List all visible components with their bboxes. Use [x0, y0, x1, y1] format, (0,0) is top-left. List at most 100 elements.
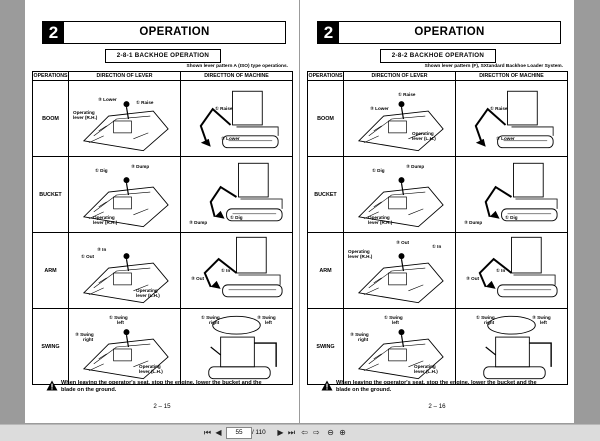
machine-diagram-cell: ① Swing right ② Swing left: [180, 308, 293, 385]
arrow-label: ① Dig: [372, 168, 385, 173]
arrow-label: ② In: [97, 247, 107, 252]
lever-label: Operating: [414, 364, 436, 369]
warning-text: When leaving the operator's seat, stop t…: [61, 380, 262, 394]
machine-diagram-illustration: [208, 315, 277, 380]
machine-diagram-cell: ② Dump ① Dig: [455, 156, 568, 233]
lever-label: Operating: [93, 215, 115, 220]
back-icon[interactable]: ⇦: [301, 428, 308, 437]
arrow-label: ① Out: [81, 254, 95, 259]
column-header: DIRECTTON OF MACHINE: [180, 71, 293, 81]
chapter-title: OPERATION: [139, 26, 210, 38]
column-header: OPERATIONS: [32, 71, 69, 81]
machine-diagram-cell: ② Out ① In: [180, 232, 293, 309]
arrow-label: ② Swing: [75, 332, 94, 337]
warning-line: When leaving the operator's seat, stop t…: [336, 380, 537, 386]
chapter-title: OPERATION: [414, 26, 485, 38]
table-row: BOOM ② Lower ① Raise Operating lever (R.…: [32, 80, 293, 157]
zoom-in-icon[interactable]: ⊕: [339, 428, 346, 437]
arrow-label: ② Out: [466, 276, 480, 281]
column-header: OPERATIONS: [307, 71, 344, 81]
page-number-input[interactable]: 55: [226, 427, 252, 439]
lever-diagram-cell: ② Swing right ① Swing left Operating lev…: [68, 308, 181, 385]
machine-diagram-illustration: [209, 162, 283, 222]
lever-diagram-illustration: [82, 177, 169, 228]
machine-diagram-cell: ② Out ① In: [455, 232, 568, 309]
arrow-label: ② Lower: [98, 97, 117, 102]
lever-label: Operating: [368, 215, 390, 220]
chapter-header: 2 OPERATION: [42, 21, 286, 44]
lever-label: lever (R.H.): [93, 220, 118, 225]
lever-diagram-illustration: [357, 101, 444, 152]
machine-diagram-illustration: [199, 90, 279, 149]
arrow-label: ② Out: [396, 240, 410, 245]
prev-page-icon[interactable]: ◀: [215, 428, 222, 437]
column-header: DIRECTION OF LEVER: [68, 71, 181, 81]
arrow-label: ② Lower: [370, 106, 389, 111]
last-page-icon[interactable]: ⏭: [287, 428, 296, 437]
next-page-icon[interactable]: ▶: [277, 428, 284, 437]
lever-label: lever (R.H.): [73, 115, 98, 120]
arrow-label: ① Swing: [384, 315, 403, 320]
lever-pattern-note: Shown lever pattern A (ISO) type operati…: [186, 64, 288, 69]
machine-diagram-cell: ② Dump ① Dig: [180, 156, 293, 233]
first-page-icon[interactable]: ⏮: [203, 428, 212, 437]
machine-diagram-cell: ① Swing right ② Swing left: [455, 308, 568, 385]
machine-diagram-cell: ① Raise ② Lower: [180, 80, 293, 157]
section-title: 2-8-1 BACKHOE OPERATION: [105, 49, 221, 63]
arrow-label: right: [209, 320, 220, 325]
lever-label: Operating: [412, 131, 434, 136]
machine-diagram-illustration: [474, 90, 554, 149]
lever-label: lever (L.H.): [139, 369, 163, 374]
lever-label: lever (L.H.): [136, 293, 160, 298]
operation-name: BUCKET: [32, 156, 69, 233]
operation-name: ARM: [32, 232, 69, 309]
machine-diagram-illustration: [484, 162, 558, 222]
warning-line: blade on the ground.: [61, 387, 117, 394]
arrow-label: ② Out: [191, 276, 205, 281]
warning-line: blade on the ground.: [336, 387, 392, 394]
machine-diagram-illustration: [483, 315, 552, 380]
arrow-label: ① Raise: [398, 92, 416, 97]
arrow-label: ① Swing: [109, 315, 128, 320]
zoom-out-icon[interactable]: ⊖: [327, 428, 334, 437]
arrow-label: ① Raise: [490, 106, 508, 111]
table-row: ARM ① Out ② In Operating lever (L.H.): [32, 232, 293, 309]
lever-diagram-illustration: [82, 253, 169, 304]
arrow-label: ① Raise: [215, 106, 233, 111]
lever-label: lever (R.H.): [348, 254, 373, 259]
arrow-label: left: [392, 320, 399, 325]
operation-name: SWING: [307, 308, 344, 385]
page-number: 2 – 15: [153, 403, 171, 410]
operation-name: BUCKET: [307, 156, 344, 233]
column-header: DIRECTION OF LEVER: [343, 71, 456, 81]
arrow-label: ② Swing: [532, 315, 551, 320]
lever-label: lever (L.H.): [412, 136, 436, 141]
arrow-label: ① In: [496, 268, 506, 273]
chapter-number: 2: [43, 22, 64, 43]
table-row: BUCKET ① Dig ② Dump Operating lever (R.H…: [307, 156, 568, 233]
arrow-label: right: [83, 337, 94, 342]
arrow-label: ① Dig: [505, 215, 518, 220]
lever-pattern-note: Shown lever pattern (F), SXtandard Backh…: [424, 64, 563, 69]
machine-diagram-illustration: [478, 236, 558, 298]
lever-diagram-cell: ① Out ② In Operating lever (L.H.): [68, 232, 181, 309]
lever-diagram-cell: ① Dig ② Dump Operating lever (R.H.): [68, 156, 181, 233]
lever-label: lever (R.H.): [368, 220, 393, 225]
table-header-row: OPERATIONS DIRECTION OF LEVER DIRECTTON …: [32, 71, 293, 81]
warning-line: When leaving the operator's seat, stop t…: [61, 380, 262, 386]
page-number: 2 – 16: [428, 403, 446, 410]
forward-icon[interactable]: ⇨: [313, 428, 320, 437]
section-title: 2-8-2 BACKHOE OPERATION: [380, 49, 496, 63]
table-header-row: OPERATIONS DIRECTION OF LEVER DIRECTTON …: [307, 71, 568, 81]
arrow-label: ① Swing: [476, 315, 495, 320]
lever-label: Operating: [73, 110, 95, 115]
lever-diagram-cell: ② Out ① In Operating lever (R.H.): [343, 232, 456, 309]
operation-name: ARM: [307, 232, 344, 309]
arrow-label: ② Dump: [406, 164, 425, 169]
lever-label: Operating: [139, 364, 161, 369]
lever-diagram-illustration: [357, 329, 444, 380]
lever-diagram-illustration: [82, 101, 169, 152]
lever-diagram-cell: ② Lower ① Raise Operating lever (L.H.): [343, 80, 456, 157]
table-row: BUCKET ① Dig ② Dump Operating lever (R.H…: [32, 156, 293, 233]
arrow-label: ② Dump: [131, 164, 150, 169]
